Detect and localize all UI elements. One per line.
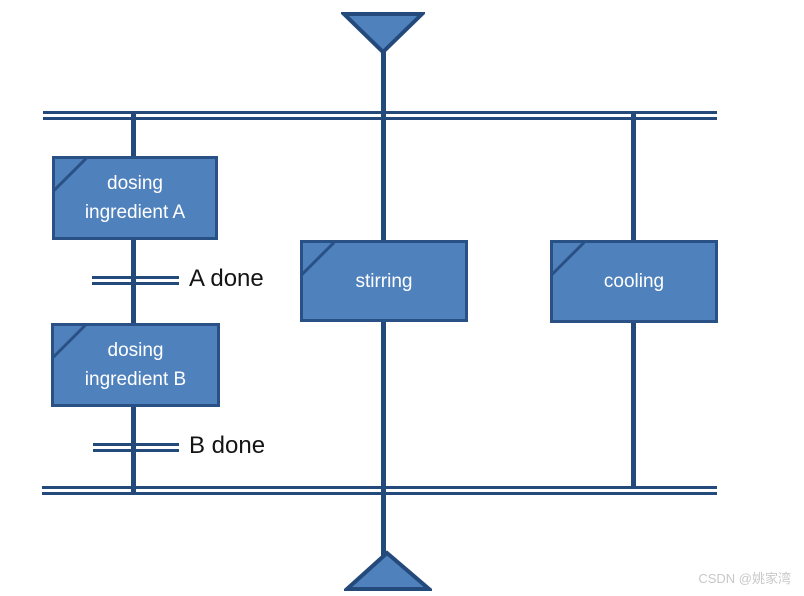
transition-b-done-bar-2 (93, 449, 179, 452)
step-cooling: cooling (549, 240, 718, 323)
transition-b-done-bar-1 (93, 443, 179, 446)
transition-a-done-bar-2 (92, 282, 179, 285)
step-label-line: cooling (603, 271, 665, 292)
step-stirring: stirring (299, 240, 468, 322)
watermark: CSDN @姚家湾 (698, 571, 791, 586)
parallel-branch-bottom-line-2 (42, 492, 717, 495)
parallel-branch-bottom-line-1 (42, 486, 717, 489)
branch-line-left (131, 112, 136, 493)
parallel-branch-top-line-1 (43, 111, 717, 114)
top-entry-triangle-icon (341, 12, 425, 55)
transition-a-done-bar-1 (92, 276, 179, 279)
folded-corner-icon (299, 241, 336, 277)
step-label-line: dosing (107, 173, 163, 194)
bottom-exit-triangle-icon (344, 550, 432, 591)
folded-corner-icon (50, 324, 87, 360)
folded-corner-icon (51, 157, 88, 193)
parallel-branch-top-line-2 (43, 117, 717, 120)
step-label-line: ingredient A (84, 202, 186, 223)
transition-b-done-label: B done (189, 432, 266, 459)
step-dosing-ingredient-b: dosing ingredient B (50, 323, 220, 407)
step-label-line: stirring (355, 270, 413, 292)
step-dosing-ingredient-a: dosing ingredient A (51, 156, 218, 240)
folded-corner-icon (549, 241, 586, 277)
transition-a-done-label: A done (189, 265, 264, 292)
step-label-line: ingredient B (84, 369, 187, 390)
step-label-line: dosing (107, 340, 164, 361)
